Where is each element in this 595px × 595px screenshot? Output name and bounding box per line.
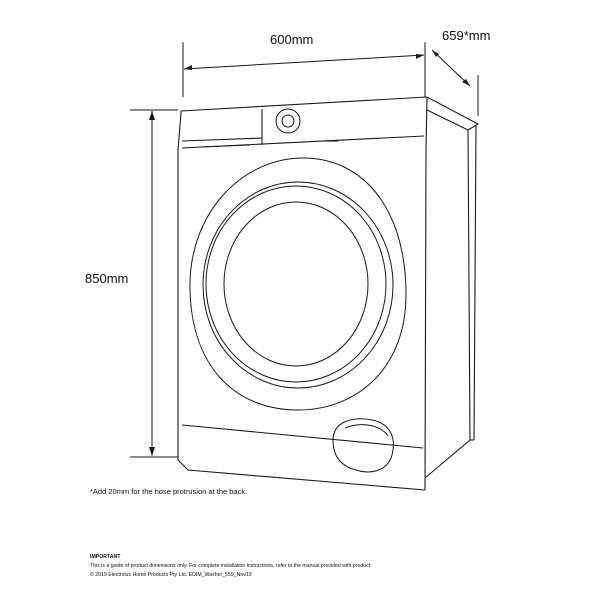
disclaimer-text: This is a guide of product dimensions on… bbox=[90, 563, 371, 569]
height-dimension-line bbox=[130, 109, 178, 458]
filter-cover-icon bbox=[332, 418, 394, 473]
washer-outline bbox=[177, 96, 480, 491]
hose-note: *Add 20mm for the hose protrusion at the… bbox=[90, 487, 248, 496]
depth-dimension-line bbox=[431, 49, 479, 116]
depth-label: 659*mm bbox=[442, 28, 491, 43]
width-label: 600mm bbox=[270, 32, 314, 47]
copyright-text: © 2019 Electrolux Home Products Pty Ltd.… bbox=[90, 572, 252, 578]
width-dimension-line bbox=[182, 42, 426, 97]
footer: IMPORTANT This is a guide of product dim… bbox=[90, 553, 370, 580]
important-label: IMPORTANT bbox=[90, 554, 121, 560]
program-dial-icon bbox=[275, 108, 301, 134]
door-icon bbox=[189, 157, 407, 411]
height-label: 850mm bbox=[85, 271, 129, 286]
